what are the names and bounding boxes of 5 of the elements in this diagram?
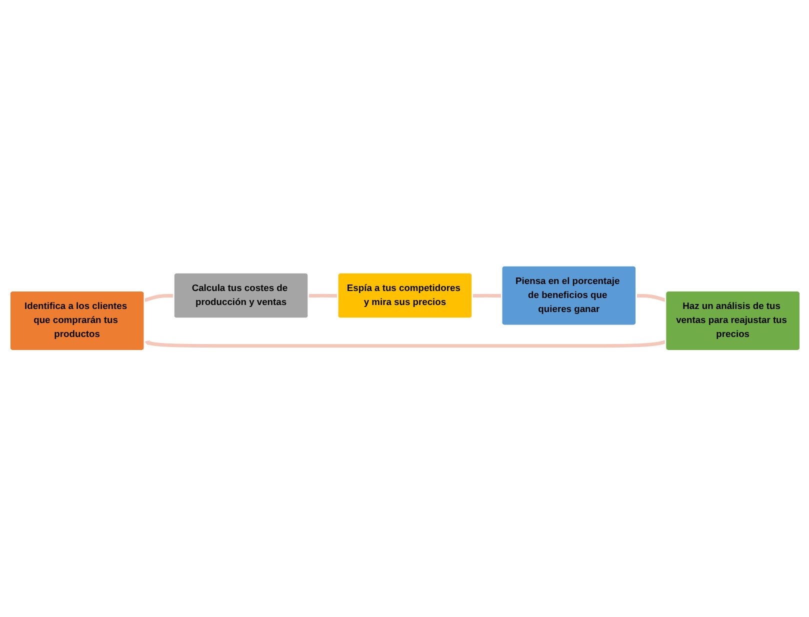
arrow xyxy=(144,340,666,348)
connector xyxy=(144,294,174,302)
connector xyxy=(472,294,502,298)
connector xyxy=(636,294,666,302)
connector xyxy=(308,294,338,298)
